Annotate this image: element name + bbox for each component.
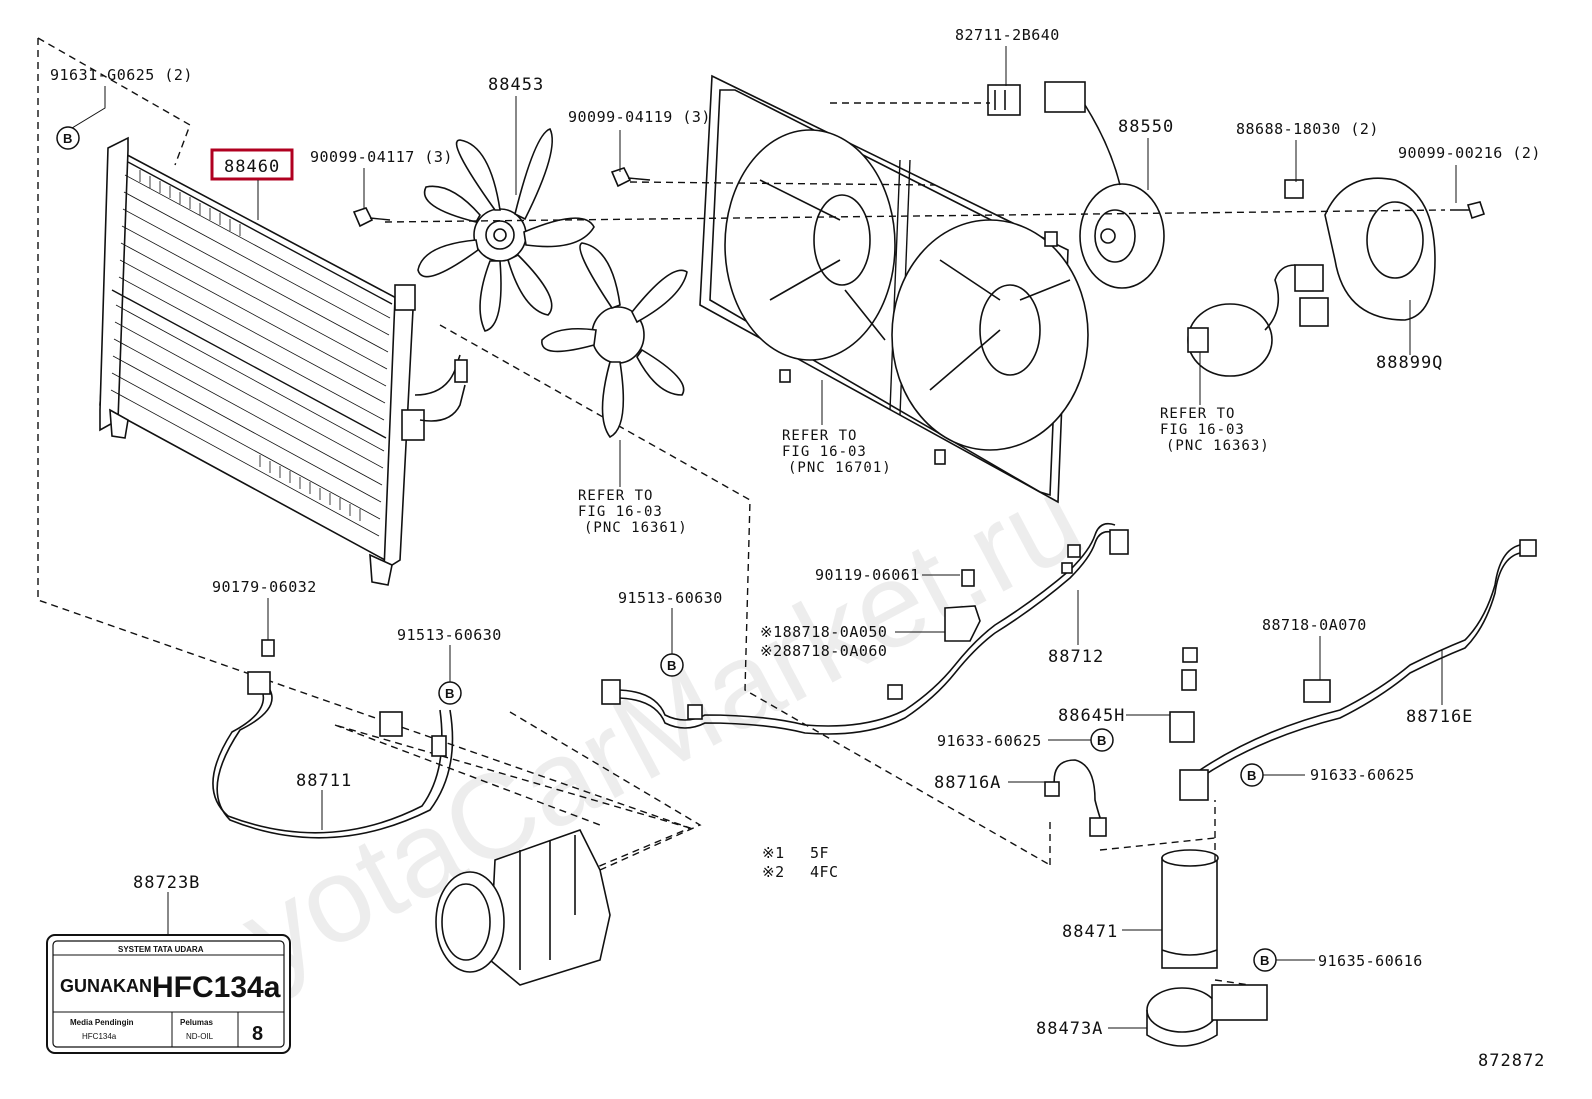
part-label-88460[interactable]: 88460 — [224, 157, 280, 177]
label-88716e[interactable]: 88716E — [1406, 707, 1473, 727]
bracket-88473a — [1146, 984, 1268, 1047]
svg-text:FIG 16-03: FIG 16-03 — [1160, 422, 1245, 438]
condenser-assembly-outline — [37, 37, 1051, 871]
label-91513-60630-a[interactable]: 91513-60630 — [397, 626, 502, 644]
svg-text:B: B — [1097, 733, 1106, 748]
pipe-88712 — [601, 522, 1129, 735]
bolt-axis — [629, 181, 936, 186]
svg-text:(PNC 16361): (PNC 16361) — [584, 520, 688, 536]
label-90099-04117[interactable]: 90099-04117 (3) — [310, 148, 453, 166]
label-oil-number: 8 — [252, 1023, 263, 1045]
refer-note-16701: REFER TO FIG 16-03 (PNC 16701) — [782, 428, 892, 476]
label-88471[interactable]: 88471 — [1062, 922, 1118, 942]
label-88645h[interactable]: 88645H — [1058, 706, 1125, 726]
label-88688-18030[interactable]: 88688-18030 (2) — [1236, 120, 1379, 138]
label-88711[interactable]: 88711 — [296, 771, 352, 791]
svg-text:B: B — [445, 686, 454, 701]
svg-text:B: B — [1260, 953, 1269, 968]
label-88716a[interactable]: 88716A — [934, 773, 1001, 793]
svg-text:(PNC 16363): (PNC 16363) — [1166, 438, 1270, 454]
assembly-axis — [384, 209, 1446, 223]
label-90179-06032[interactable]: 90179-06032 — [212, 578, 317, 596]
bolt-90099-04117 — [352, 207, 391, 228]
condenser-tube-ticks — [139, 170, 361, 521]
receiver-88471 — [1161, 849, 1219, 969]
svg-text:B: B — [1247, 768, 1256, 783]
highlight-box — [210, 148, 294, 181]
label-88712[interactable]: 88712 — [1048, 647, 1104, 667]
label-88718-0a050[interactable]: ※188718-0A050 — [760, 623, 887, 641]
svg-text:(PNC 16701): (PNC 16701) — [788, 460, 892, 476]
bolt-90099-04119 — [610, 167, 651, 188]
compressor — [435, 829, 611, 986]
footnotes: ※1 5F ※2 4FC — [762, 844, 839, 881]
fan-88453 — [417, 128, 595, 332]
label-88899q[interactable]: 88899Q — [1376, 353, 1443, 373]
motor-88550 — [1044, 81, 1165, 289]
fan-shroud — [699, 74, 1089, 504]
label-88550[interactable]: 88550 — [1118, 117, 1174, 137]
leader-lines — [71, 46, 1457, 1029]
label-90099-00216[interactable]: 90099-00216 (2) — [1398, 144, 1541, 162]
pipe-88716e — [1179, 539, 1537, 801]
refer-note-16361: REFER TO FIG 16-03 (PNC 16361) — [578, 488, 688, 536]
footnote-1-value: 5F — [810, 844, 829, 862]
label-91633-60625-a[interactable]: 91633-60625 — [937, 732, 1042, 750]
svg-text:REFER TO: REFER TO — [1160, 406, 1235, 422]
callout-b-1: B — [56, 126, 80, 150]
callout-b-2: B — [438, 681, 462, 705]
label-oil-value: ND-OIL — [186, 1032, 214, 1041]
label-main-left: GUNAKAN — [60, 976, 152, 996]
label-header: SYSTEM TATA UDARA — [118, 945, 204, 954]
svg-text:B: B — [667, 658, 676, 673]
label-91631-g0625[interactable]: 91631-G0625 (2) — [50, 66, 193, 84]
fan-16361 — [541, 242, 688, 439]
footnote-1-mark: ※1 — [762, 844, 785, 862]
svg-text:FIG 16-03: FIG 16-03 — [578, 504, 663, 520]
label-88718-0a060[interactable]: ※288718-0A060 — [760, 642, 887, 660]
connector-82711 — [987, 84, 1021, 116]
callout-b-5: B — [1240, 763, 1264, 787]
part-labels: 91631-G0625 (2) 88453 90099-04117 (3) 90… — [50, 26, 1545, 1071]
svg-text:B: B — [63, 131, 72, 146]
callout-b-6: B — [1253, 948, 1277, 972]
motor-16363 — [1187, 264, 1329, 377]
svg-text:FIG 16-03: FIG 16-03 — [782, 444, 867, 460]
ac-warning-label: SYSTEM TATA UDARA GUNAKAN HFC134a Media … — [46, 934, 291, 1054]
label-88723b[interactable]: 88723B — [133, 873, 200, 893]
label-90099-04119[interactable]: 90099-04119 (3) — [568, 108, 711, 126]
label-91633-60625-b[interactable]: 91633-60625 — [1310, 766, 1415, 784]
pressure-switch-88645h — [1169, 647, 1198, 743]
label-91513-60630-b[interactable]: 91513-60630 — [618, 589, 723, 607]
label-main-right: HFC134a — [152, 971, 281, 1004]
svg-text:REFER TO: REFER TO — [578, 488, 653, 504]
diagram-number: 872872 — [1478, 1051, 1545, 1071]
refer-note-16363: REFER TO FIG 16-03 (PNC 16363) — [1160, 406, 1270, 454]
receiver-dash-2 — [1099, 837, 1216, 851]
label-91635-60616[interactable]: 91635-60616 — [1318, 952, 1423, 970]
label-90119-06061[interactable]: 90119-06061 — [815, 566, 920, 584]
svg-text:REFER TO: REFER TO — [782, 428, 857, 444]
label-media-title: Media Pendingin — [70, 1018, 134, 1027]
label-82711-2b640[interactable]: 82711-2B640 — [955, 26, 1060, 44]
shroud-88899q — [1284, 177, 1436, 321]
pipe-88716a — [1044, 759, 1107, 837]
label-88473a[interactable]: 88473A — [1036, 1019, 1103, 1039]
bracket-dash — [1214, 979, 1251, 986]
label-oil-title: Pelumas — [180, 1018, 213, 1027]
bolt-90099-00216 — [1450, 201, 1486, 220]
label-88718-0a070[interactable]: 88718-0A070 — [1262, 616, 1367, 634]
label-88453[interactable]: 88453 — [488, 75, 544, 95]
condenser-fins — [110, 174, 391, 537]
footnote-2-value: 4FC — [810, 863, 839, 881]
callout-b-4: B — [1090, 728, 1114, 752]
hose-88711 — [212, 639, 454, 839]
callout-b-3: B — [660, 653, 684, 677]
compressor-dash-2 — [509, 711, 702, 871]
label-media-value: HFC134a — [82, 1032, 117, 1041]
condenser-88460 — [99, 136, 468, 586]
footnote-2-mark: ※2 — [762, 863, 785, 881]
